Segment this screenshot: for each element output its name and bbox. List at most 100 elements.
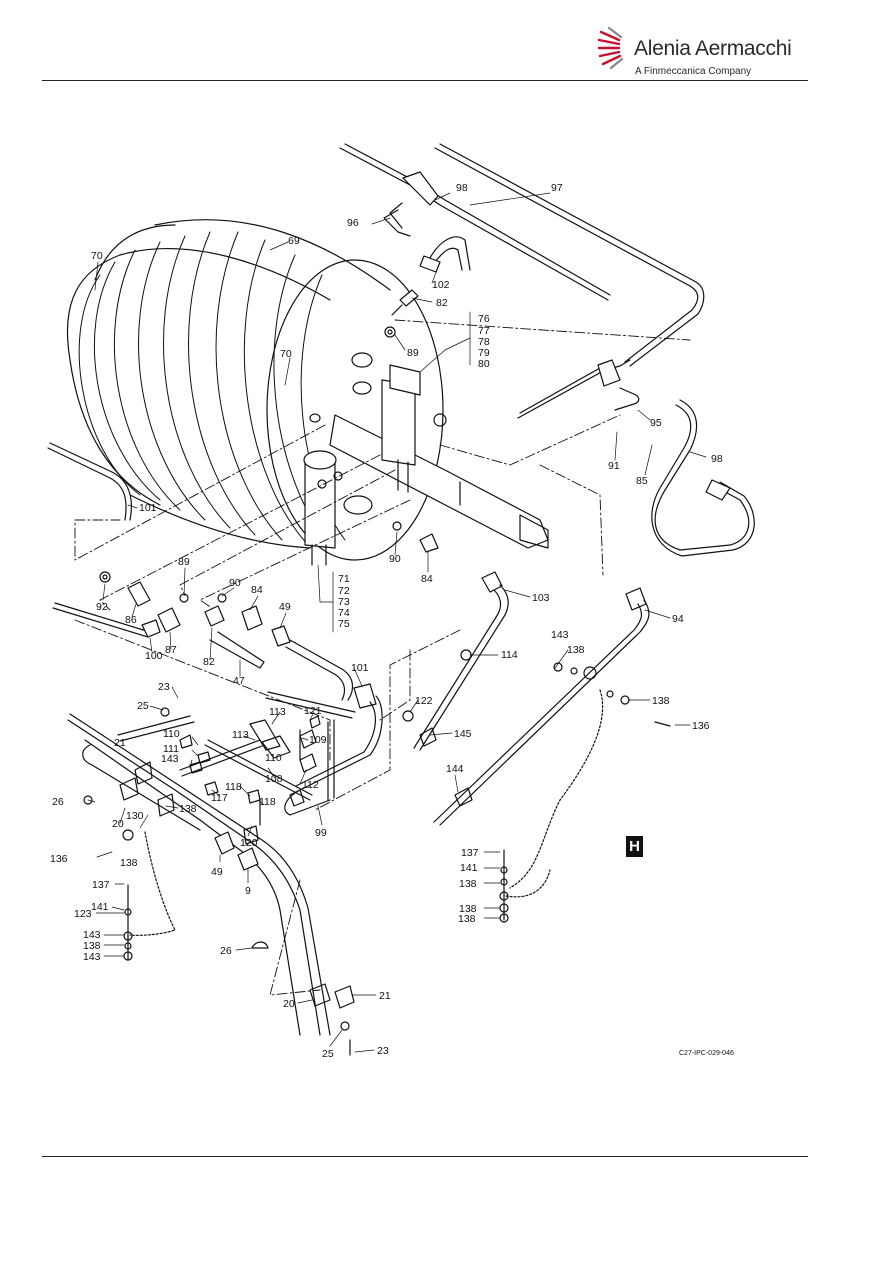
callout-101: 101 (351, 662, 369, 674)
header-rule (42, 80, 808, 81)
callout-74: 74 (338, 607, 350, 619)
upper-pipes (339, 143, 755, 557)
callout-118: 118 (225, 781, 242, 793)
callout-25: 25 (137, 700, 149, 712)
callout-26: 26 (220, 945, 232, 957)
callout-23: 23 (377, 1045, 389, 1057)
page-header: Alenia Aermacchi A Finmeccanica Company (0, 0, 893, 82)
callout-89: 89 (407, 347, 419, 359)
callout-109: 109 (309, 734, 327, 746)
callout-80: 80 (478, 358, 490, 370)
callout-138: 138 (179, 803, 197, 815)
callout-97: 97 (551, 182, 563, 194)
callout-21: 21 (114, 737, 126, 749)
callout-138: 123 (74, 908, 92, 920)
callout-77: 77 (478, 325, 490, 337)
callout-130: 130 (126, 810, 144, 822)
brand-name: Alenia Aermacchi (634, 37, 792, 60)
bonding-lead-right (499, 849, 551, 923)
callout-96: 96 (347, 217, 359, 229)
callout-141: 141 (460, 862, 478, 874)
callout-47: 47 (233, 675, 245, 687)
alenia-logo-icon (597, 26, 624, 70)
callout-79: 79 (478, 347, 490, 359)
callout-114: 114 (501, 649, 518, 661)
callout-136: 136 (50, 853, 68, 865)
callout-110: 110 (163, 728, 180, 740)
callout-143: 138 (458, 913, 476, 925)
callout-138: 138 (83, 940, 101, 952)
callout-95: 95 (650, 417, 662, 429)
callout-136: 136 (692, 720, 710, 732)
callout-138: 138 (567, 644, 585, 656)
callout-138: 138 (652, 695, 670, 707)
callout-72: 72 (338, 585, 350, 597)
callout-111: 111 (163, 743, 179, 755)
callout-137: 137 (92, 879, 110, 891)
callout-98: 98 (456, 182, 468, 194)
right-pipes (402, 571, 671, 889)
callout-92: 92 (96, 601, 108, 613)
callout-84: 84 (421, 573, 433, 585)
callout-75: 75 (338, 618, 350, 630)
callout-141: 141 (91, 901, 109, 913)
callout-70: 70 (91, 250, 103, 262)
callout-108: 108 (265, 773, 283, 785)
callout-20: 20 (283, 998, 295, 1010)
callout-100: 100 (145, 650, 163, 662)
callout-138: 138 (120, 857, 138, 869)
callout-137: 137 (461, 847, 479, 859)
view-marker-h: H (626, 836, 643, 857)
callout-69: 69 (288, 235, 300, 247)
callout-labels: 97 98 96 69 70 102 82 76 77 78 79 80 89 … (50, 182, 723, 1060)
callout-85: 85 (636, 475, 648, 487)
callout-9: 9 (245, 885, 251, 897)
callout-76: 76 (478, 313, 490, 325)
callout-138: 138 (459, 903, 477, 915)
callout-84: 84 (251, 584, 263, 596)
callout-78: 78 (478, 336, 490, 348)
lower-pipes (67, 707, 355, 1056)
callout-86: 86 (125, 614, 137, 626)
callout-99: 99 (315, 827, 327, 839)
callout-70: 70 (280, 348, 292, 360)
callout-138: 138 (459, 878, 477, 890)
callout-117: 117 (211, 792, 228, 804)
callout-143: 143 (83, 951, 101, 963)
callout-121: 121 (304, 705, 322, 717)
callout-94: 94 (672, 613, 684, 625)
callout-123: 143 (83, 929, 101, 941)
callout-101: 101 (139, 502, 157, 514)
callout-87: 87 (165, 644, 177, 656)
callout-90: 90 (389, 553, 401, 565)
callout-49: 49 (211, 866, 223, 878)
callout-leaders (87, 192, 707, 1053)
callout-144: 144 (446, 763, 464, 775)
callout-91: 91 (608, 460, 620, 472)
callout-73: 73 (338, 596, 350, 608)
callout-82: 82 (436, 297, 448, 309)
callout-118: 118 (259, 796, 276, 808)
brand-subtitle: A Finmeccanica Company (635, 66, 752, 77)
callout-120: 120 (240, 837, 258, 849)
figure-reference: C27-IPC-029-046 (679, 1050, 734, 1057)
callout-113: 113 (269, 706, 286, 718)
callout-113: 113 (232, 729, 249, 741)
middle-fittings (52, 521, 439, 816)
callout-82: 82 (203, 656, 215, 668)
callout-143: 143 (161, 753, 179, 765)
callout-102: 102 (432, 279, 450, 291)
callout-89: 89 (178, 556, 190, 568)
callout-20: 20 (112, 818, 124, 830)
callout-145: 145 (454, 728, 472, 740)
callout-71: 71 (338, 573, 350, 585)
assembly-lines (74, 319, 691, 996)
pipe-101-upper (47, 442, 133, 521)
footer-rule (42, 1156, 808, 1157)
callout-49: 49 (279, 601, 291, 613)
callout-26: 26 (52, 796, 64, 808)
callout-122: 122 (415, 695, 433, 707)
callout-143: 143 (551, 629, 569, 641)
callout-103: 103 (532, 592, 550, 604)
